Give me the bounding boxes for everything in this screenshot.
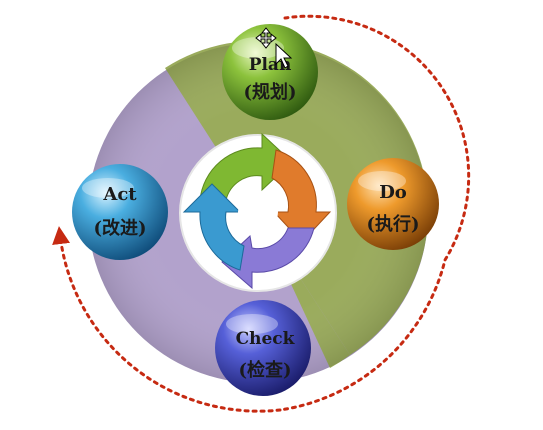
blue-cycle-arrow — [182, 183, 245, 271]
green-cycle-arrow — [199, 132, 293, 201]
act-ball — [72, 164, 168, 260]
check-label: Check — [236, 329, 296, 349]
act-label-zh: (改进) — [93, 217, 146, 239]
move-cursor-icon — [255, 27, 293, 69]
orange-cycle-arrow — [271, 149, 332, 243]
do-ball — [347, 158, 439, 250]
check-node[interactable]: Check (检查) — [215, 300, 311, 396]
do-label: Do — [379, 182, 407, 203]
act-label: Act — [102, 184, 137, 205]
dotted-arrow-top-right — [278, 14, 471, 412]
center-cycle-arrows — [182, 132, 332, 290]
do-label-zh: (执行) — [366, 213, 419, 235]
do-node[interactable]: Do (执行) — [347, 158, 439, 250]
plan-ball — [222, 24, 318, 120]
dotted-arrow-bottom-left — [52, 226, 282, 413]
act-node[interactable]: Act (改进) — [72, 164, 168, 260]
check-ball — [215, 300, 311, 396]
purple-cycle-arrow — [221, 227, 315, 290]
check-label-zh: (检查) — [238, 359, 291, 381]
plan-label-zh: (规划) — [243, 81, 296, 103]
